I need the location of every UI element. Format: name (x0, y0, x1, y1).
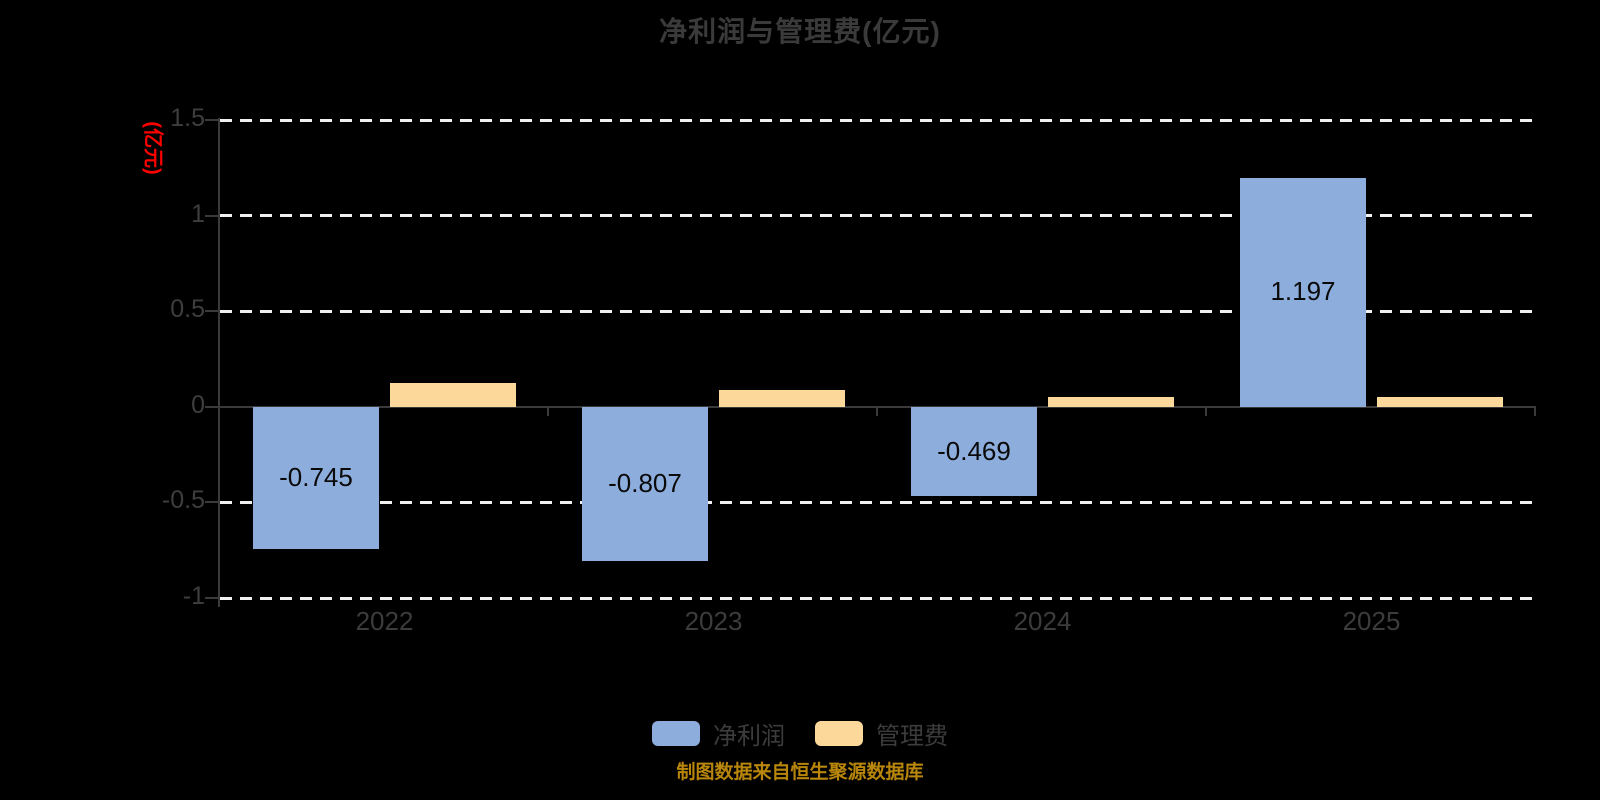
data-source-note: 制图数据来自恒生聚源数据库 (676, 762, 924, 783)
bar-管理费-2025 (1377, 397, 1503, 407)
y-tick-label: 1 (191, 199, 205, 228)
x-axis-tick (547, 406, 549, 416)
bar-净利润-2025 (1240, 177, 1366, 407)
x-axis-label-2025: 2025 (1342, 606, 1401, 636)
gridline (220, 596, 1536, 600)
bar-管理费-2023 (719, 389, 845, 407)
y-axis-tick (205, 405, 220, 408)
gridline (220, 309, 1536, 313)
legend-item-management-fee: 管理费 (815, 716, 948, 751)
y-tick-label: 1.5 (170, 104, 205, 132)
y-axis-line (218, 118, 220, 607)
bar-净利润-2024 (911, 406, 1037, 497)
y-axis-tick (205, 214, 220, 217)
y-axis-tick (205, 501, 220, 504)
legend-item-net-profit: 净利润 (652, 716, 785, 751)
x-axis-label-2022: 2022 (355, 606, 414, 636)
y-axis-tick (205, 310, 220, 313)
x-axis-label-2023: 2023 (684, 606, 743, 636)
x-axis-line (220, 405, 1536, 408)
bar-value-label: 1.197 (1270, 276, 1336, 307)
gridline (220, 118, 1536, 122)
y-tick-label: 0.5 (170, 295, 205, 324)
legend-label-net-profit: 净利润 (713, 723, 785, 750)
management-fee-swatch-icon (815, 721, 863, 746)
y-tick-label: -0.5 (161, 486, 205, 515)
x-axis-tick (1205, 406, 1207, 416)
bar-净利润-2023 (582, 406, 708, 562)
gridline (220, 214, 1536, 218)
bar-管理费-2024 (1048, 397, 1174, 407)
bar-value-label: -0.807 (608, 467, 682, 498)
x-axis-label-2024: 2024 (1013, 606, 1072, 636)
legend: 净利润 管理费 (0, 716, 1600, 751)
net-profit-swatch-icon (652, 721, 700, 746)
x-axis-tick (1534, 406, 1536, 416)
y-axis-tick (205, 119, 220, 121)
bar-value-label: -0.745 (279, 462, 353, 493)
bar-净利润-2022 (253, 406, 379, 550)
y-tick-label: -1 (182, 582, 205, 610)
y-tick-label: 0 (191, 390, 205, 419)
y-axis-tick (205, 597, 220, 599)
x-axis-tick (876, 406, 878, 416)
bar-管理费-2022 (390, 382, 516, 407)
bar-value-label: -0.469 (937, 435, 1011, 466)
chart-title: 净利润与管理费(亿元) (659, 16, 941, 47)
gridline (220, 500, 1536, 504)
legend-label-management-fee: 管理费 (876, 723, 948, 750)
